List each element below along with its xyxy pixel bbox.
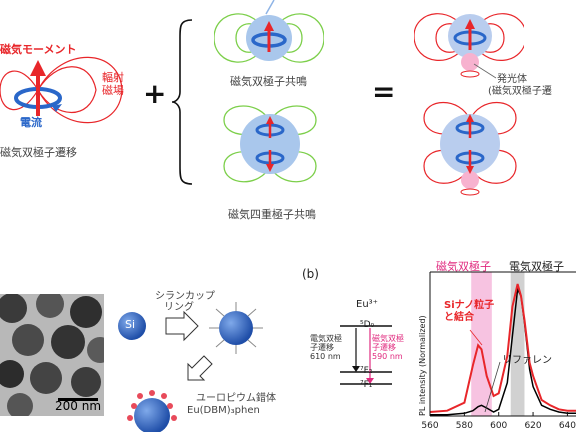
emitter-label-sub: (磁気双極子遷: [488, 86, 552, 97]
coupled-series-label-sub: と結合: [444, 312, 474, 323]
coupled-series-label: Siナノ粒子: [444, 300, 495, 311]
silane-coupling-label-sub: リング: [164, 302, 194, 313]
reference-series-label: リファレン: [502, 355, 552, 366]
plus-sign: +: [143, 77, 167, 110]
europium-complex-label: ユーロピウム錯体: [196, 393, 276, 404]
magnetic-moment-label: 磁気モーメント: [0, 43, 77, 56]
md-transition-diagram: [0, 56, 123, 124]
ed-band-label: 電気双極子: [509, 260, 564, 273]
ed-band: [510, 272, 525, 416]
panel-b-label: (b): [302, 267, 319, 281]
si-sphere-label: Si: [125, 318, 136, 331]
x-tick-label: 640: [559, 421, 576, 431]
md-band-label: 磁気双極子: [436, 260, 491, 273]
coupled-dipole-sphere: [414, 13, 524, 79]
reference-pointer: [484, 361, 501, 413]
x-tick-label: 560: [421, 421, 438, 431]
md-transition-label: 磁気双極 子遷移 590 nm: [372, 334, 404, 362]
ed-transition-label: 電気双極 子遷移 610 nm: [310, 334, 342, 362]
silane-coupling-label: シランカップ: [155, 291, 215, 302]
reference-series-line: [430, 286, 576, 416]
level-7f2-label: ⁷F₂: [360, 366, 373, 376]
current-label: 電流: [20, 116, 42, 129]
x-tick-labels: 560 580 600 620 640: [421, 412, 576, 431]
tem-scalebar-label: 200 nm: [55, 399, 102, 413]
y-axis-label: PL intensity (Normalized): [418, 315, 427, 416]
equals-sign: =: [372, 75, 396, 108]
dipole-resonance-sphere: [214, 0, 324, 63]
level-7f1-label: ⁷F₁: [360, 380, 373, 390]
x-tick-label: 620: [524, 421, 541, 431]
energy-levels: [340, 325, 392, 385]
coupled-series-line: [429, 283, 576, 413]
x-tick-label: 580: [456, 421, 473, 431]
radiation-field-label: 輻射 磁場: [102, 71, 124, 97]
eu-ion-label: Eu³⁺: [356, 299, 378, 310]
md-transition-caption: 磁気双極子遷移: [0, 146, 77, 159]
quadrupole-resonance-label: 磁気四重極子共鳴: [228, 208, 316, 221]
level-5d0-label: ⁵D₀: [360, 320, 375, 330]
coupled-quadrupole-sphere: [423, 101, 517, 196]
dipole-resonance-label: 磁気双極子共鳴: [230, 75, 307, 88]
x-tick-label: 600: [490, 421, 507, 431]
tem-image: [0, 294, 104, 416]
emitter-label: 発光体: [497, 74, 527, 85]
brace: [172, 19, 193, 185]
coupled-pointer: [469, 329, 483, 346]
functionalization-scheme: [118, 302, 263, 432]
quadrupole-resonance-sphere: [223, 105, 317, 183]
europium-formula-label: Eu(DBM)₃phen: [187, 405, 260, 416]
